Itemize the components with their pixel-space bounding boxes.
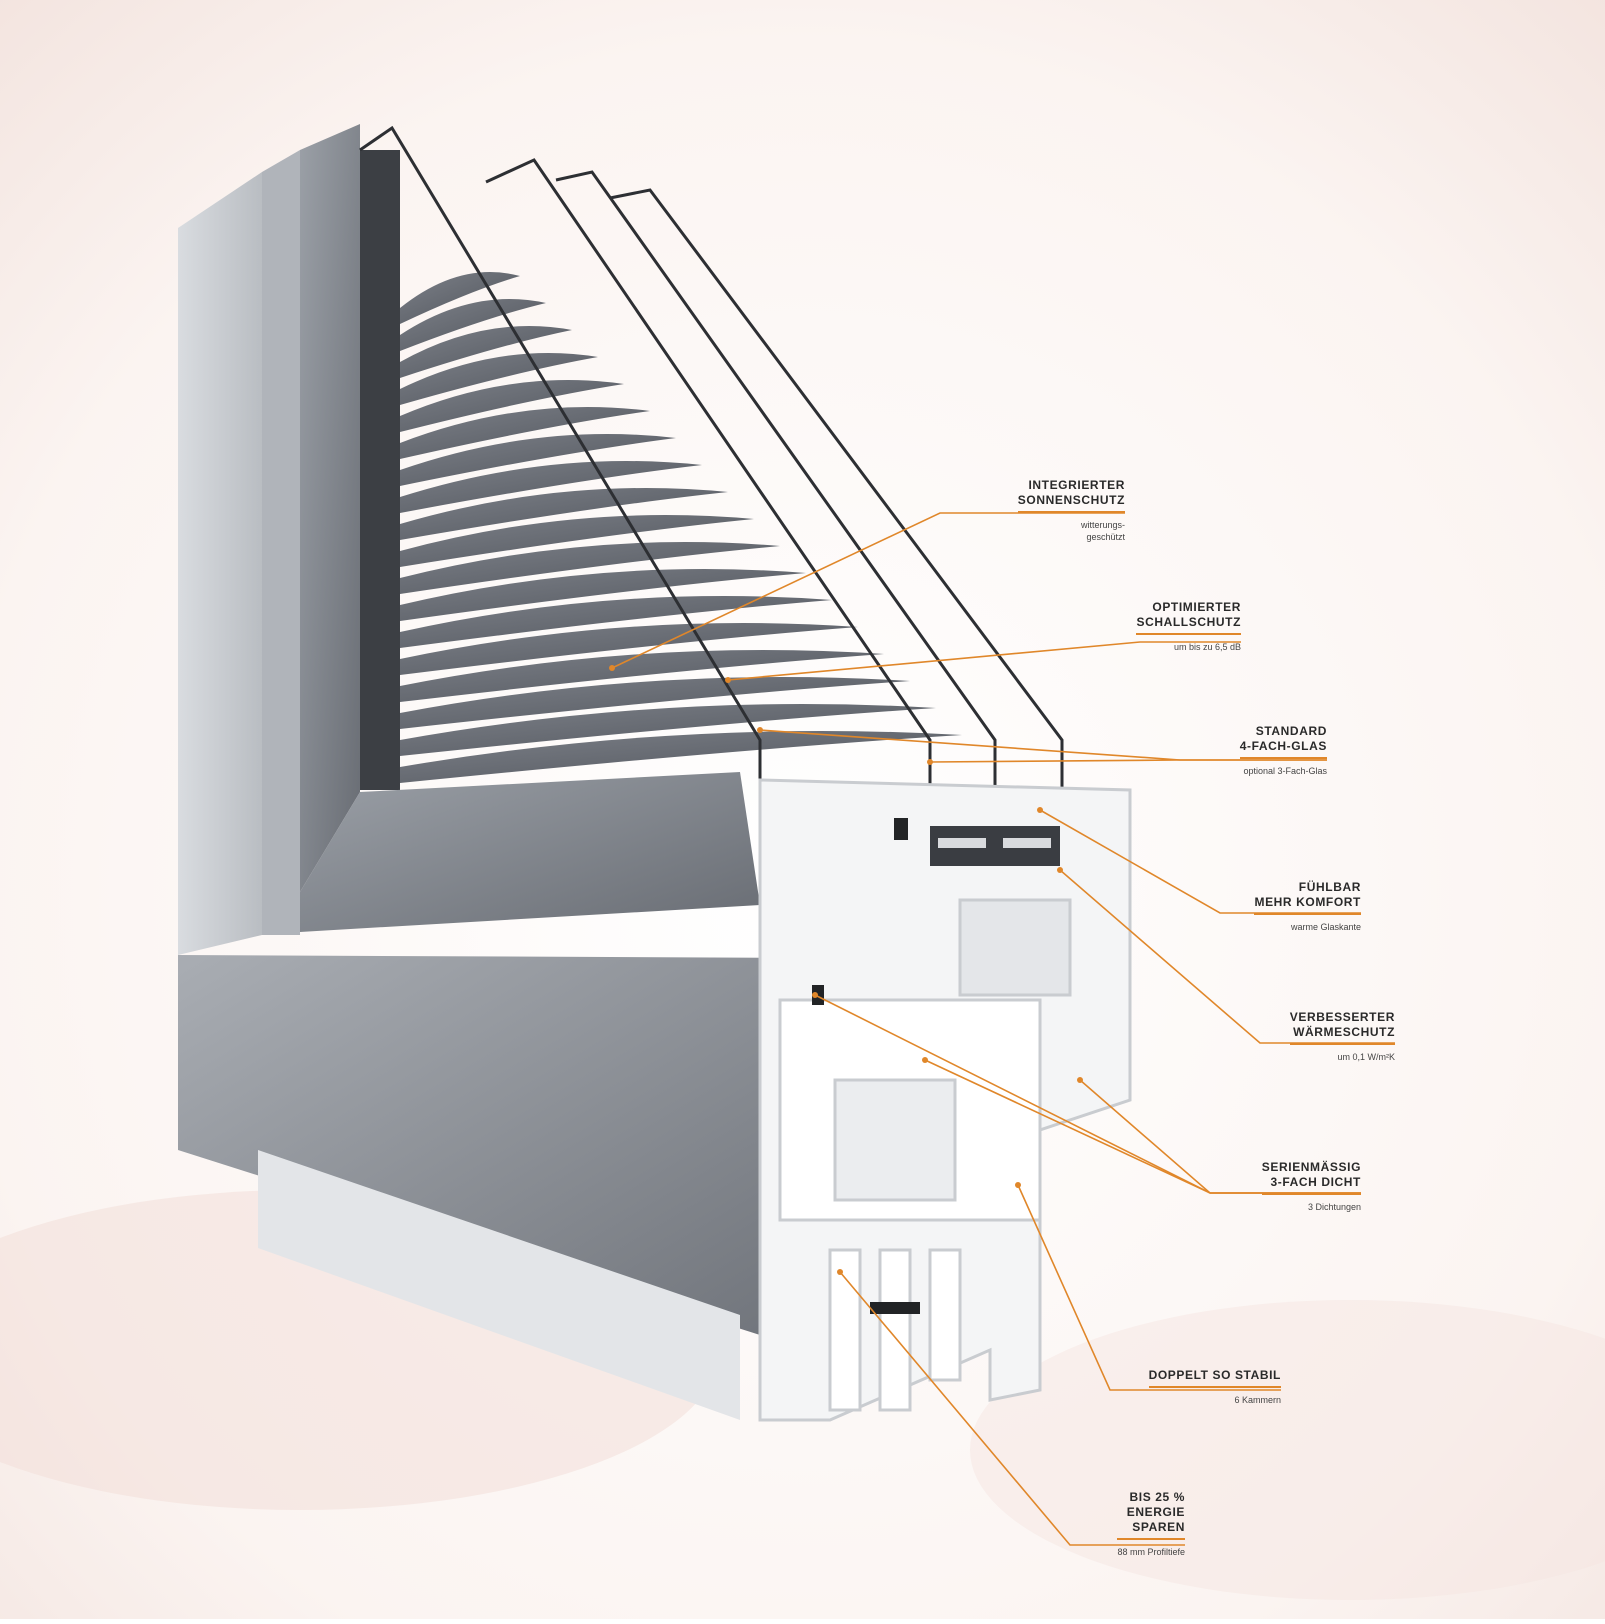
callout-sonnenschutz-line2: SONNENSCHUTZ [1017,493,1125,507]
callout-sonnenschutz-line1: INTEGRIERTER [1028,478,1125,492]
sash-horizontal [300,772,760,932]
blind-slat [400,704,936,756]
blind-slat [400,407,650,459]
blind-slat [400,380,624,432]
leader-line [611,512,1125,669]
callout-schallschutz-line1: OPTIMIERTER [1152,600,1241,614]
callout-energie-line3: SPAREN [1132,1520,1185,1534]
blind-slat [400,515,754,567]
leader-dot [922,1057,928,1063]
callout-komfort-sub: warme Glaskante [1290,922,1361,932]
outer-frame-edge [178,172,262,955]
blind-slat [400,623,858,675]
blind-slat [400,569,806,621]
leader-dot [1015,1182,1021,1188]
leader-dot [1037,807,1043,813]
callout-schallschutz-line2: SCHALLSCHUTZ [1136,615,1241,629]
callout-glas: STANDARD 4-FACH-GLAS optional 3-Fach-Gla… [1239,724,1327,777]
callout-sonnenschutz-sub: witterungs- geschützt [1080,520,1125,542]
callout-energie-line1: BIS 25 % [1129,1490,1185,1504]
outer-frame-vertical [262,150,300,935]
callout-rule [1289,1043,1395,1045]
outer-frame-horizontal [178,955,820,1335]
leader-dot [837,1269,843,1275]
callout-energie-sub: 88 mm Profiltiefe [1117,1547,1185,1557]
callout-dicht: SERIENMÄSSIG 3-FACH DICHT 3 Dichtungen [1261,1160,1361,1213]
callout-rule [1017,511,1125,513]
blind-slats [400,272,962,783]
frame-bottom-edge [258,1150,740,1420]
callout-rule [1254,913,1361,915]
leader-dot [1057,867,1063,873]
callout-stabil-sub: 6 Kammern [1234,1395,1281,1405]
callout-glas-line1: STANDARD [1255,724,1327,738]
glass-pane-4 [609,188,1064,830]
leader-line [1017,1184,1281,1391]
callout-komfort-line2: MEHR KOMFORT [1254,895,1361,909]
callout-waermeschutz-line2: WÄRMESCHUTZ [1293,1025,1395,1039]
blind-slat [400,677,910,729]
callout-schallschutz-sub: um bis zu 6,5 dB [1173,642,1241,652]
callout-sonnenschutz: INTEGRIERTER SONNENSCHUTZ witterungs- ge… [1017,478,1125,543]
blind-slat [400,434,676,486]
blind-slat [400,326,572,378]
glass-panes [359,125,1064,830]
callout-waermeschutz-sub: um 0,1 W/m²K [1337,1052,1395,1062]
blind-slat [400,488,728,540]
leader-dot [927,759,933,765]
blind-slat [400,596,832,648]
blind-slat [400,461,702,513]
callout-rule [1117,1538,1185,1540]
callout-dicht-sub: 3 Dichtungen [1307,1202,1361,1212]
sash-vertical [300,124,360,892]
blind-slat [400,272,520,324]
callout-komfort-line1: FÜHLBAR [1298,880,1361,894]
inner-channel [360,150,400,790]
background-haze [970,1300,1605,1600]
callout-energie: BIS 25 % ENERGIE SPAREN 88 mm Profiltief… [1117,1490,1185,1558]
glass-spacers [930,826,1060,866]
callout-glas-line2: 4-FACH-GLAS [1239,739,1327,753]
callout-komfort: FÜHLBAR MEHR KOMFORT warme Glaskante [1254,880,1361,933]
leader-line [929,759,1327,763]
pvc-profile [758,778,1132,1422]
callout-rule [1261,1193,1361,1195]
blind-slat [400,299,546,351]
leader-dot [812,992,818,998]
callout-rule [1136,633,1241,635]
blind-slat [400,353,598,405]
callout-stabil-line1: DOPPELT SO STABIL [1148,1368,1281,1382]
blind-slat [400,542,780,594]
leader-dot [1077,1077,1083,1083]
blind-slat [400,731,962,783]
callout-stabil: DOPPELT SO STABIL 6 Kammern [1148,1368,1281,1406]
leader-line [839,1271,1185,1546]
leader-dot [609,665,615,671]
callout-dicht-line2: 3-FACH DICHT [1270,1175,1361,1189]
callout-rule [1239,757,1327,759]
leader-line [727,641,1241,681]
callout-schallschutz: OPTIMIERTER SCHALLSCHUTZ um bis zu 6,5 d… [1136,600,1241,653]
callout-glas-sub: optional 3-Fach-Glas [1243,766,1327,776]
callout-rule [1148,1386,1281,1388]
leader-dot [725,677,731,683]
blind-slat [400,650,884,702]
leader-dot [757,727,763,733]
callout-dicht-line1: SERIENMÄSSIG [1261,1160,1361,1174]
callout-energie-line2: ENERGIE [1126,1505,1185,1519]
seals [812,818,920,1314]
glass-pane-1 [359,125,762,800]
callout-waermeschutz-line1: VERBESSERTER [1289,1010,1395,1024]
callout-waermeschutz: VERBESSERTER WÄRMESCHUTZ um 0,1 W/m²K [1289,1010,1395,1063]
